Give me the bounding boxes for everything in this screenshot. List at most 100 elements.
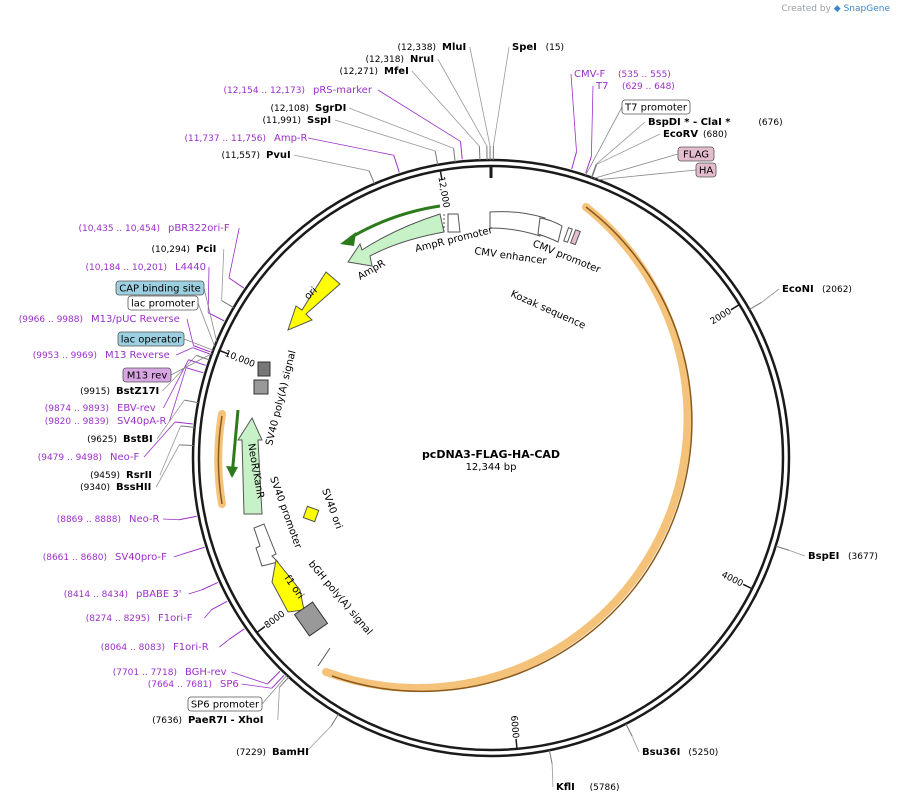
tick-mark xyxy=(742,583,753,590)
enzyme-name[interactable]: RsrII xyxy=(126,470,152,481)
enzyme-site-tick xyxy=(548,750,553,765)
enzyme-name[interactable]: BssHII xyxy=(116,482,151,493)
primer-leader xyxy=(590,85,594,157)
primer-name[interactable]: SV40pA-R xyxy=(117,416,166,427)
enzyme-site-tick xyxy=(478,146,481,161)
enzyme-name[interactable]: PciI xyxy=(196,244,216,255)
primer-name[interactable]: Neo-R xyxy=(129,514,160,525)
enzyme-site-tick xyxy=(749,302,762,310)
enzyme-name[interactable]: MfeI xyxy=(384,66,409,77)
enzyme-name[interactable]: SgrDI xyxy=(315,103,346,114)
primer-site-tick xyxy=(460,141,463,160)
enzyme-position: (9340) xyxy=(80,483,110,493)
primer-position: (11,737 .. 11,756) xyxy=(185,134,266,144)
enzyme-name[interactable]: MluI xyxy=(442,42,466,53)
enzyme-site-tick xyxy=(279,676,290,688)
enzyme-site-tick xyxy=(590,164,597,178)
primer-name[interactable]: M13/pUC Reverse xyxy=(91,314,180,325)
enzyme-site-tick xyxy=(591,164,598,178)
primer-site-tick xyxy=(187,546,205,554)
feature-box[interactable] xyxy=(122,367,172,383)
feature-leader xyxy=(170,353,213,376)
enzyme-leader xyxy=(348,107,454,149)
primer-leader xyxy=(219,638,230,648)
primer-name[interactable]: EBV-rev xyxy=(117,403,156,414)
primer-position: (8869 .. 8888) xyxy=(57,515,121,525)
primer-site-tick xyxy=(211,600,228,611)
primer-name[interactable]: F1ori-F xyxy=(158,613,193,624)
primer-name[interactable]: pBR322ori-F xyxy=(168,223,230,234)
feature-box[interactable] xyxy=(187,696,263,712)
primer-name[interactable]: pRS-marker xyxy=(313,85,373,96)
primer-site-tick xyxy=(585,156,592,174)
primer-position: (12,154 .. 12,173) xyxy=(224,86,305,96)
enzyme-name[interactable]: EcoRV xyxy=(663,129,698,140)
enzyme-name[interactable]: NruI xyxy=(410,54,434,65)
tick-mark xyxy=(515,738,518,749)
feature-box[interactable] xyxy=(115,280,205,296)
feature-box-label: SP6 promoter xyxy=(191,700,260,711)
enzyme-name[interactable]: KflI xyxy=(556,782,575,793)
enzyme-name[interactable]: BstBI xyxy=(123,434,153,445)
tick-mark xyxy=(219,349,230,355)
enzyme-name[interactable]: BspDI * - ClaI * xyxy=(648,117,731,128)
feature-box-label: M13 rev xyxy=(127,371,168,382)
feature-box[interactable] xyxy=(677,146,715,162)
primer-name[interactable]: L4440 xyxy=(175,262,206,273)
enzyme-site-tick xyxy=(196,354,210,361)
primer-position: (8414 .. 8434) xyxy=(64,590,128,600)
enzyme-name[interactable]: Bsu36I xyxy=(642,747,680,758)
enzyme-site-tick xyxy=(775,545,790,551)
enzyme-name[interactable]: EcoNI xyxy=(782,284,814,295)
tick-mark xyxy=(256,625,266,634)
primer-site-tick xyxy=(271,674,285,689)
feature-box-label: FLAG xyxy=(683,150,709,161)
primer-site-tick xyxy=(266,670,281,685)
feature-box[interactable] xyxy=(117,331,185,347)
enzyme-name[interactable]: SspI xyxy=(307,115,331,126)
primer-position: (8064 .. 8083) xyxy=(101,643,165,653)
enzyme-name[interactable]: BspEI xyxy=(808,551,839,562)
ampr-outer-arrow-line xyxy=(349,204,441,240)
primer-site-tick xyxy=(185,367,204,374)
feature-box[interactable] xyxy=(127,295,199,311)
primer-position: (7701 .. 7718) xyxy=(113,668,177,678)
primer-name[interactable]: T7 xyxy=(595,81,608,92)
enzyme-name[interactable]: PvuI xyxy=(266,150,291,161)
primer-name[interactable]: Neo-F xyxy=(110,452,140,463)
primer-name[interactable]: F1ori-R xyxy=(173,642,209,653)
primer-name[interactable]: CMV-F xyxy=(574,69,605,80)
flag-ha-marker xyxy=(569,229,581,246)
enzyme-leader xyxy=(159,425,182,476)
primer-position: (9874 .. 9893) xyxy=(45,404,109,414)
primer-site-tick xyxy=(201,581,219,591)
cmv-promoter-feature xyxy=(537,217,563,243)
primer-leader xyxy=(176,347,193,356)
feature-box-label: T7 promoter xyxy=(624,103,688,114)
feature-box[interactable] xyxy=(621,99,691,115)
enzyme-name[interactable]: PaeR7I - XhoI xyxy=(188,715,264,726)
enzyme-leader xyxy=(493,46,510,147)
enzyme-name[interactable]: BstZ17I xyxy=(116,386,159,397)
primer-name[interactable]: Amp-R xyxy=(274,133,308,144)
enzyme-position: (9915) xyxy=(80,387,110,397)
primer-name[interactable]: SP6 xyxy=(220,679,239,690)
enzyme-name[interactable]: SpeI xyxy=(512,42,537,53)
primer-name[interactable]: M13 Reverse xyxy=(105,350,170,361)
feature-leader xyxy=(197,302,216,347)
feature-leader xyxy=(585,106,623,176)
feature-box[interactable] xyxy=(695,162,717,178)
enzyme-site-tick xyxy=(184,399,199,404)
ampr-feature xyxy=(347,213,445,267)
enzyme-name[interactable]: BamHI xyxy=(272,747,309,758)
primer-name[interactable]: SV40pro-F xyxy=(115,552,167,563)
primer-leader xyxy=(173,552,188,558)
primer-name[interactable]: pBABE 3' xyxy=(136,589,182,600)
primer-name[interactable]: BGH-rev xyxy=(185,667,227,678)
enzyme-leader xyxy=(437,58,488,147)
primer-leader xyxy=(186,318,194,346)
feature-leader xyxy=(593,153,679,179)
enzyme-leader xyxy=(411,70,480,147)
